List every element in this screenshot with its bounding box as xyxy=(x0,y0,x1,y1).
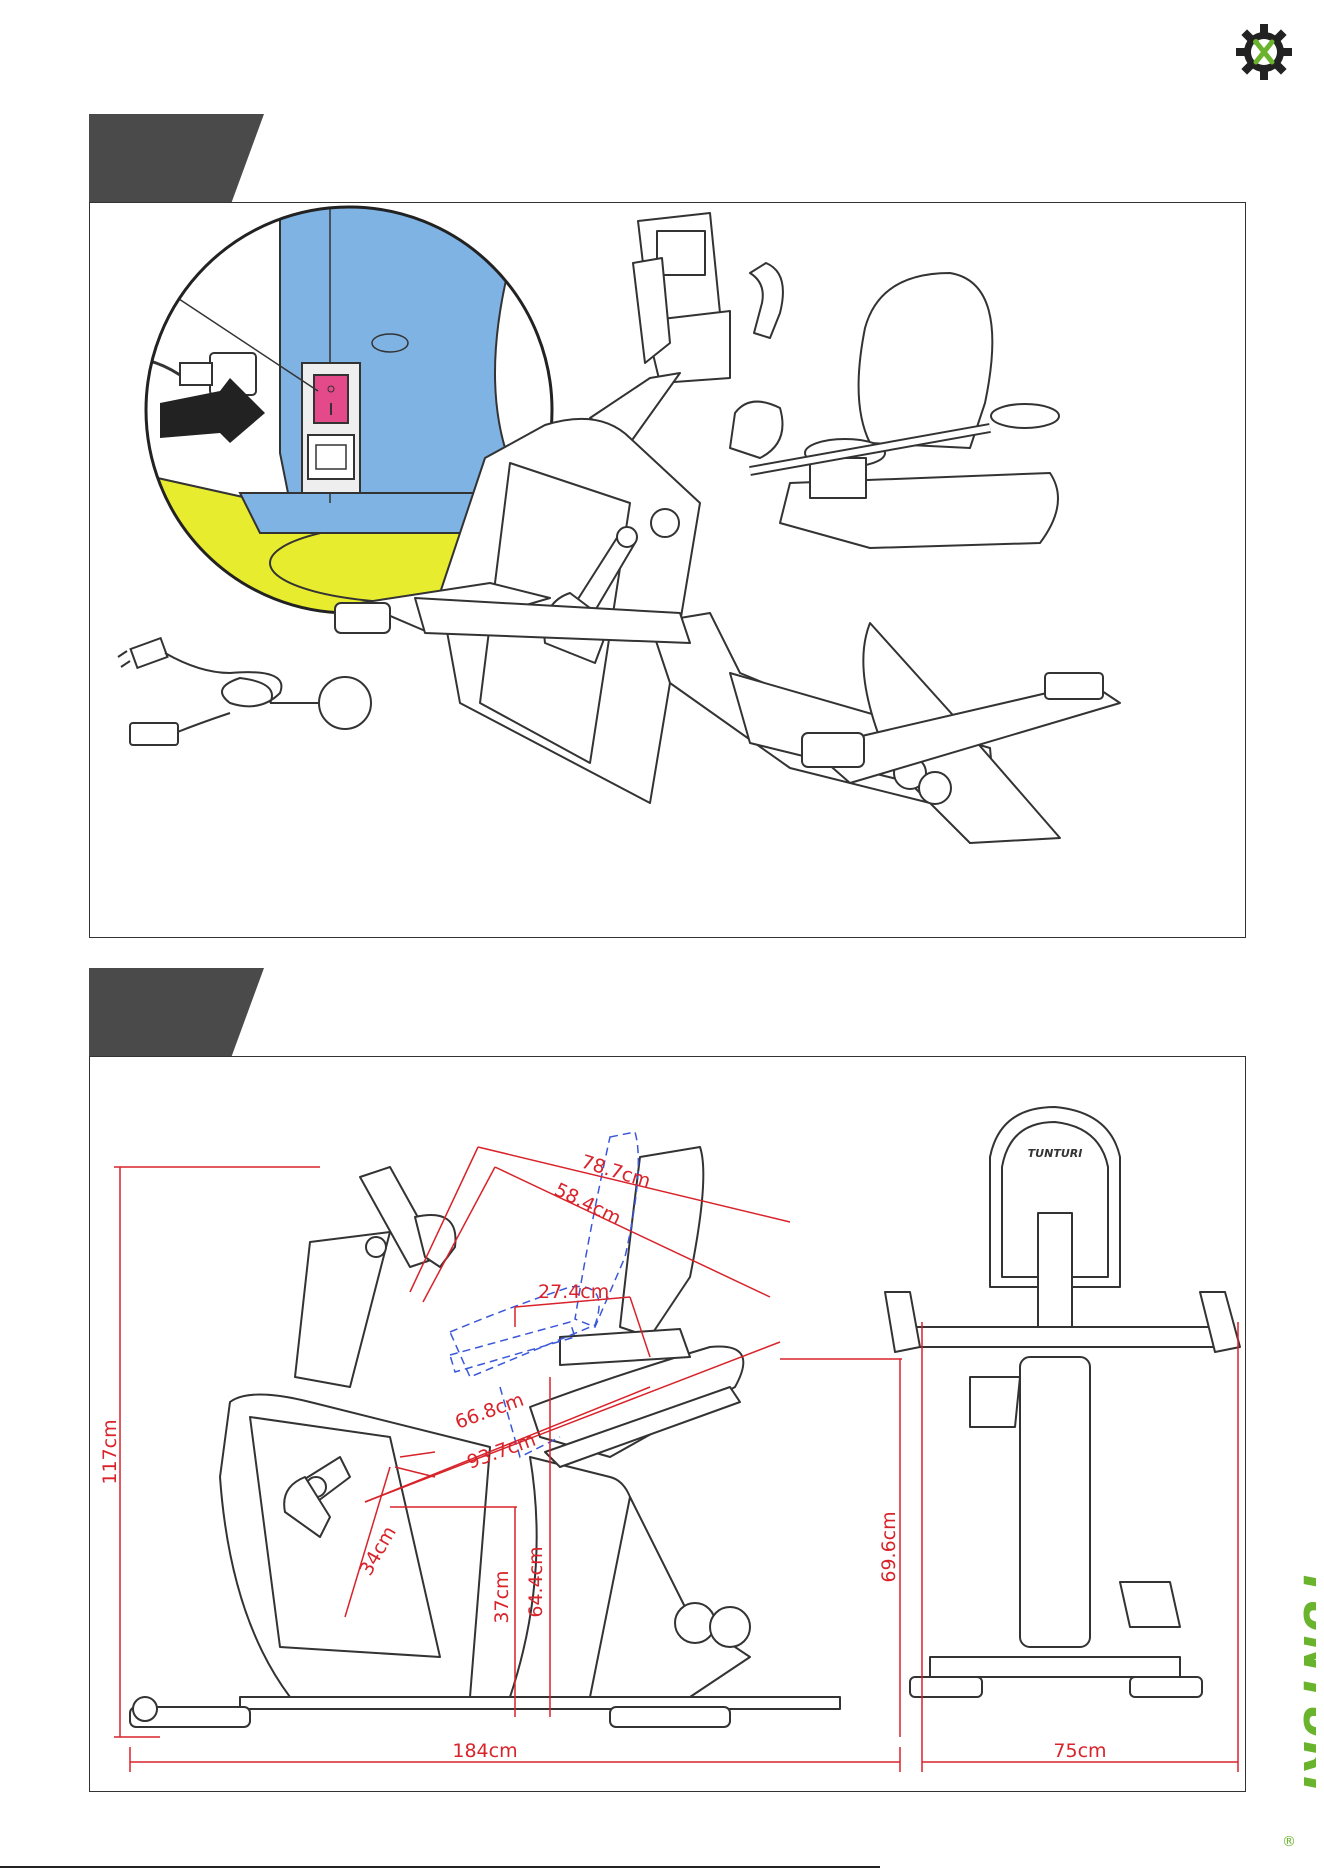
power-connection-panel xyxy=(89,202,1246,938)
footer-rule xyxy=(0,1866,880,1868)
dim-label-37: 37cm xyxy=(491,1570,513,1623)
step-tab-2 xyxy=(89,968,264,1058)
power-cable xyxy=(118,638,320,745)
dim-label-93-7: 93.7cm xyxy=(464,1429,538,1474)
brand-registered-mark: ® xyxy=(1282,1834,1296,1848)
brand-logo-vertical: TUNTURI ® xyxy=(1268,1568,1316,1848)
dim-label-height: 117cm xyxy=(99,1419,121,1484)
dimensions-panel: 184cm 75cm 117cm 69.6cm 78.7cm 58.4cm 27… xyxy=(89,1056,1246,1792)
dim-label-seat-height: 69.6cm xyxy=(878,1511,900,1582)
step-tab-1 xyxy=(89,114,264,204)
dim-label-length: 184cm xyxy=(452,1740,517,1762)
dim-label-58-4: 58.4cm xyxy=(551,1179,625,1230)
seat-brand-label: TUNTURI xyxy=(1028,1147,1083,1160)
gear-wrench-icon xyxy=(1234,22,1294,82)
dim-label-width: 75cm xyxy=(1053,1740,1106,1762)
dim-label-64-4: 64.4cm xyxy=(525,1546,547,1617)
bike-side-view xyxy=(130,1147,840,1727)
dim-label-66-8: 66.8cm xyxy=(452,1389,526,1434)
bike-front-view xyxy=(885,1107,1240,1697)
dim-label-27-4: 27.4cm xyxy=(538,1281,609,1303)
brand-name: TUNTURI xyxy=(1293,1568,1316,1794)
